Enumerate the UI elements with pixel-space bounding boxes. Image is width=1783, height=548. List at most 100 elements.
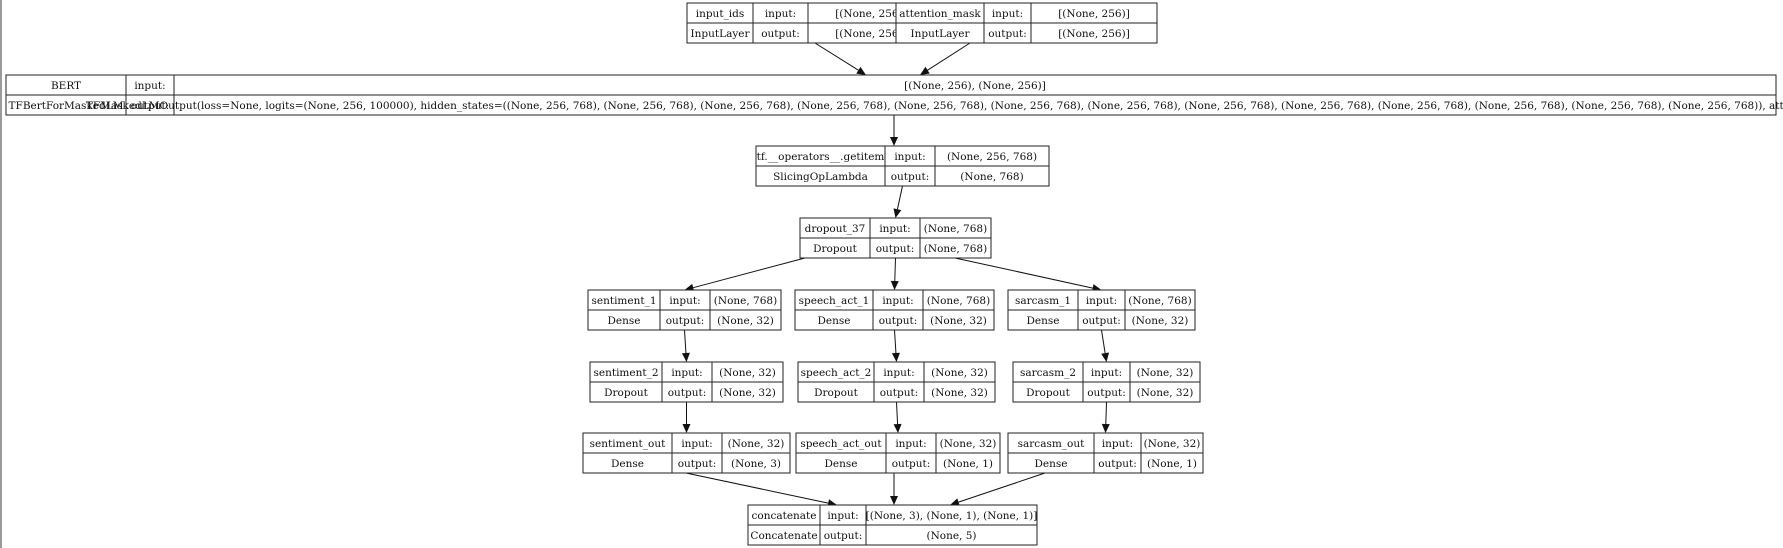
input-label: input: [879,223,910,235]
input-shape: (None, 768) [924,223,987,235]
node-border [589,361,784,403]
input-shape: (None, 768) [927,295,990,307]
layer-type: Concatenate [750,530,817,542]
node-border [795,432,1001,474]
node-border [587,289,782,331]
layer-name: sarcasm_2 [1020,367,1076,379]
node-border [1012,361,1201,403]
layer-type: Dense [608,315,641,327]
input-label: input: [765,8,796,20]
node-border [1007,289,1196,331]
layer-type: Dense [1035,458,1068,470]
output-label: output: [879,315,918,327]
edge-arrow [950,472,1046,506]
input-shape: [(None, 256)] [835,8,907,20]
arrowhead-icon [890,137,898,146]
edge-line [954,257,1093,289]
layer-name: concatenate [752,510,817,522]
edge-line [894,329,897,354]
input-label: input: [671,367,702,379]
output-label: output: [678,458,717,470]
input-shape: (None, 256, 768) [947,151,1037,163]
input-shape: (None, 768) [714,295,777,307]
layer-type: SlicingOpLambda [773,171,868,183]
output-label: output: [891,171,930,183]
node-border [794,289,995,331]
input-shape: (None, 32) [940,438,997,450]
input-shape: (None, 32) [719,367,776,379]
output-label: output: [131,100,170,112]
arrowhead-icon [856,66,866,75]
input-label: input: [895,438,926,450]
window-left-border [0,0,2,548]
edge-arrow [681,329,690,362]
edge-line [1101,329,1106,354]
edge-arrow [684,257,806,292]
edge-arrow [890,473,898,505]
input-label: input: [1091,367,1122,379]
layer-type: Dropout [604,387,649,399]
edge-line [896,401,899,425]
arrowhead-icon [890,496,898,505]
input-label: input: [894,151,925,163]
output-shape: (None, 1) [1147,458,1197,470]
arrowhead-icon [1101,352,1110,362]
edge-arrow [891,329,900,362]
edge-arrow [682,402,691,433]
arrowhead-icon [891,352,900,362]
layer-type: Dropout [813,243,858,255]
edge-line [1105,401,1107,425]
edge-arrow [920,42,971,75]
layer-name: sentiment_2 [593,367,658,379]
edge-arrow [685,472,837,508]
layer-name: attention_mask [899,8,981,20]
layer-type: Dropout [1026,387,1071,399]
layer-name: sentiment_out [590,438,666,450]
edge-line [927,42,971,71]
edge-arrow [893,401,902,433]
edge-arrow [893,185,903,218]
layer-type: Dense [611,458,644,470]
layer-type: Dense [1027,315,1060,327]
output-shape: [(None, 256)] [835,28,907,40]
node-border [797,361,996,403]
edge-arrow [890,115,898,146]
node-border [5,74,1777,116]
edge-line [894,257,896,282]
output-label: output: [988,28,1027,40]
arrowhead-icon [682,424,691,433]
arrowhead-icon [890,280,899,290]
edge-line [693,257,806,289]
layer-type: Dropout [814,387,859,399]
output-label: output: [1087,387,1126,399]
output-label: output: [880,387,919,399]
output-label: output: [1082,315,1121,327]
input-label: input: [134,80,165,92]
output-label: output: [892,458,931,470]
output-shape: (None, 32) [1137,387,1194,399]
output-shape: (None, 5) [926,530,976,542]
layer-name: tf.__operators__.getitem [757,151,885,163]
output-shape: (None, 32) [930,315,987,327]
layer-name: sarcasm_out [1018,438,1085,450]
edge-arrow [814,42,866,75]
output-shape: (None, 768) [924,243,987,255]
output-label: output: [761,28,800,40]
edge-line [896,185,903,210]
arrowhead-icon [893,423,902,433]
edge-line [684,329,687,354]
layer-node-attention-mask: attention_maskInputLayerinput:output:[(N… [895,2,1158,44]
node-border [1007,432,1204,474]
input-shape: (None, 32) [931,367,988,379]
layer-name: speech_act_1 [799,295,870,307]
node-border [755,145,1050,187]
output-shape: (None, 32) [719,387,776,399]
output-shape: (None, 32) [1132,315,1189,327]
arrowhead-icon [893,208,902,218]
